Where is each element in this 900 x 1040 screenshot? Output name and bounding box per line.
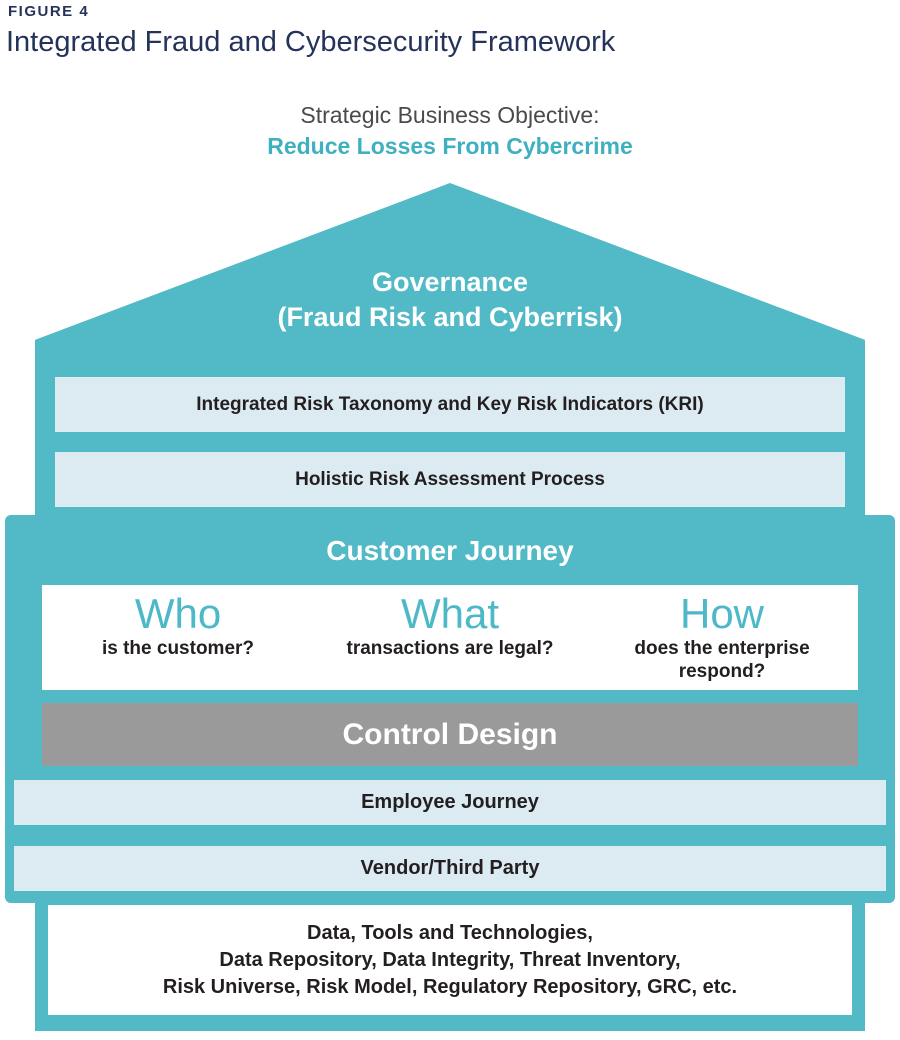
employee-journey-label: Employee Journey — [361, 791, 539, 813]
how-column: How does the enterprise respond? — [586, 585, 858, 690]
who-subtext: is the customer? — [101, 638, 255, 659]
who-what-how-bar: Who is the customer? What transactions a… — [42, 585, 858, 690]
control-design-label: Control Design — [342, 717, 558, 751]
control-design-bar: Control Design — [42, 703, 858, 766]
what-heading: What — [400, 590, 500, 637]
risk-taxonomy-label: Integrated Risk Taxonomy and Key Risk In… — [196, 393, 704, 415]
objective-goal: Reduce Losses From Cybercrime — [267, 133, 633, 159]
what-subtext: transactions are legal? — [346, 638, 554, 659]
employee-journey-bar: Employee Journey — [14, 780, 886, 825]
vendor-third-party-label: Vendor/Third Party — [360, 857, 540, 879]
foundation-data-bar: Data, Tools and Technologies, Data Repos… — [48, 905, 852, 1015]
what-column: What transactions are legal? — [314, 585, 586, 690]
governance-line2: (Fraud Risk and Cyberrisk) — [277, 302, 623, 332]
governance-roof-label: Governance (Fraud Risk and Cyberrisk) — [35, 265, 865, 335]
how-subtext: does the enterprise respond? — [634, 638, 810, 682]
who-column: Who is the customer? — [42, 585, 314, 690]
customer-journey-title: Customer Journey — [326, 535, 574, 566]
foundation-line1: Data, Tools and Technologies, — [307, 921, 593, 944]
who-heading: Who — [134, 590, 222, 637]
foundation-line3: Risk Universe, Risk Model, Regulatory Re… — [162, 975, 738, 998]
customer-journey-section: Customer Journey Who is the customer? Wh… — [5, 515, 895, 903]
foundation-line2: Data Repository, Data Integrity, Threat … — [219, 948, 681, 971]
risk-assessment-label: Holistic Risk Assessment Process — [295, 468, 605, 490]
governance-line1: Governance — [371, 267, 529, 297]
risk-assessment-bar: Holistic Risk Assessment Process — [55, 452, 845, 507]
strategic-objective: Strategic Business Objective: Reduce Los… — [0, 102, 900, 160]
how-heading: How — [679, 590, 765, 637]
vendor-third-party-bar: Vendor/Third Party — [14, 846, 886, 891]
figure-title: Integrated Fraud and Cybersecurity Frame… — [6, 26, 616, 58]
objective-intro: Strategic Business Objective: — [300, 102, 600, 128]
risk-taxonomy-bar: Integrated Risk Taxonomy and Key Risk In… — [55, 377, 845, 432]
figure-label: FIGURE 4 — [8, 3, 90, 20]
